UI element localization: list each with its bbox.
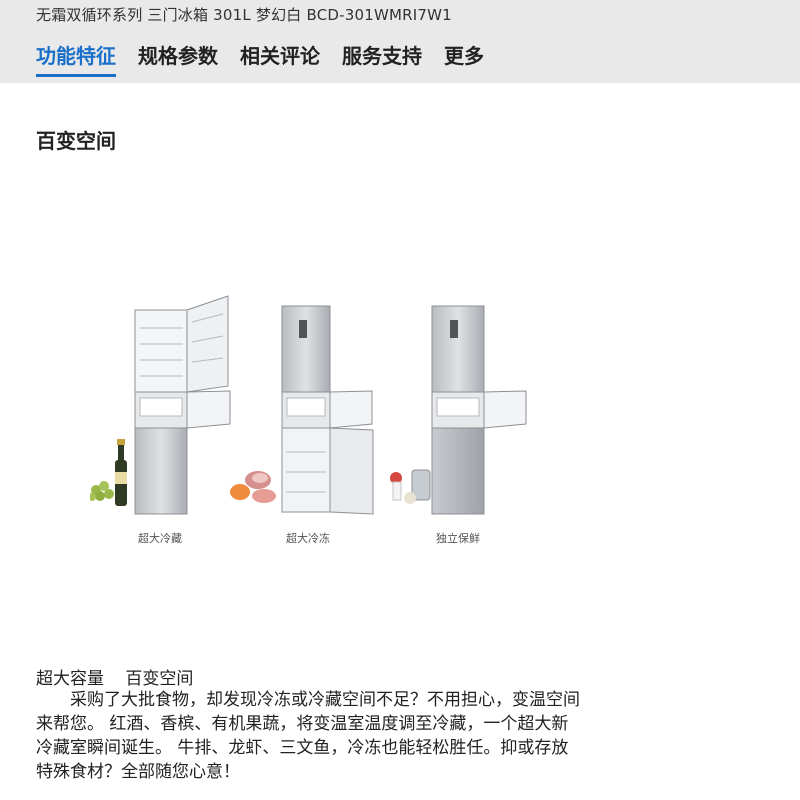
product-header: 无霜双循环系列 三门冰箱 301L 梦幻白 BCD-301WMRI7W1 功能特… (0, 0, 800, 83)
fridge-illustration: 超大冷藏 超大冷冻 独立保鲜 (88, 292, 540, 552)
tab-support[interactable]: 服务支持 (342, 44, 422, 68)
description-heading-space: 百变空间 (125, 669, 194, 689)
section-title: 百变空间 (36, 129, 116, 153)
fridge-1 (88, 295, 231, 515)
fridge-illustration-svg (88, 295, 527, 515)
caption-fridge-2: 超大冷冻 (286, 532, 330, 545)
tab-reviews[interactable]: 相关评论 (240, 44, 320, 68)
description-body: 采购了大批食物，却发现冷冻或冷藏空间不足？不用担心，变温空间来帮您。 红酒、香槟… (36, 690, 580, 782)
tab-more[interactable]: 更多 (444, 44, 484, 68)
tab-bar: 功能特征 规格参数 相关评论 服务支持 更多 (36, 40, 506, 77)
fridge-3 (390, 305, 527, 515)
caption-fridge-3: 独立保鲜 (436, 532, 480, 545)
product-title: 无霜双循环系列 三门冰箱 301L 梦幻白 BCD-301WMRI7W1 (36, 6, 452, 24)
tab-specs[interactable]: 规格参数 (138, 44, 218, 68)
tab-features[interactable]: 功能特征 (36, 40, 116, 77)
description-heading-capacity: 超大容量 (36, 669, 104, 689)
fridge-2 (230, 305, 374, 515)
description-heading: 超大容量 百变空间 (36, 664, 209, 689)
caption-fridge-1: 超大冷藏 (138, 532, 182, 545)
